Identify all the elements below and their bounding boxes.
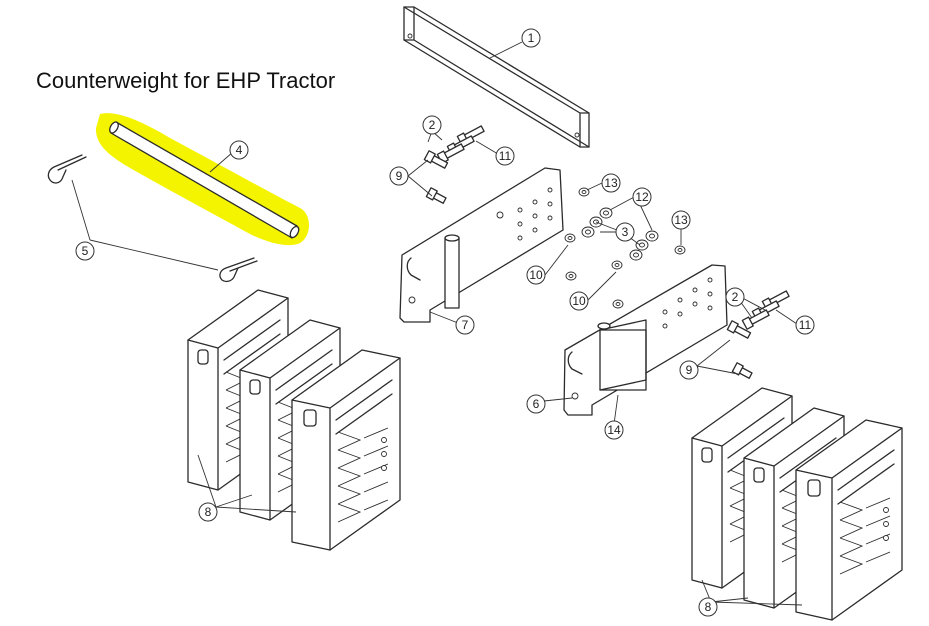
callout-10-lower: 10	[569, 291, 589, 311]
svg-text:12: 12	[635, 190, 649, 204]
svg-text:13: 13	[604, 176, 618, 190]
svg-text:3: 3	[622, 225, 629, 239]
callout-3: 3	[615, 222, 635, 242]
callout-8-left: 8	[198, 502, 218, 522]
part-bracket-left	[399, 167, 564, 323]
part-hair-pins	[47, 154, 258, 283]
part-top-bar	[403, 6, 590, 148]
part-weights-right	[691, 387, 903, 621]
callout-13-lower: 13	[671, 210, 691, 230]
callout-11-lower: 11	[795, 315, 815, 335]
callout-2-upper: 2	[422, 115, 442, 135]
svg-text:11: 11	[799, 318, 812, 332]
svg-text:6: 6	[533, 397, 540, 411]
callout-9-upper: 9	[389, 166, 409, 186]
fasteners	[423, 125, 790, 379]
svg-text:10: 10	[529, 268, 543, 282]
svg-text:13: 13	[674, 213, 688, 227]
svg-text:1: 1	[528, 31, 535, 45]
svg-text:10: 10	[572, 294, 586, 308]
callout-10-upper: 10	[526, 265, 546, 285]
svg-text:8: 8	[705, 600, 712, 614]
callout-2-lower: 2	[725, 287, 745, 307]
svg-text:9: 9	[686, 363, 693, 377]
callout-11-upper: 11	[495, 146, 515, 166]
part-bracket-right	[563, 264, 728, 416]
part-weights-left	[187, 289, 401, 551]
svg-text:4: 4	[236, 143, 243, 157]
callout-4: 4	[229, 140, 249, 160]
svg-text:2: 2	[429, 118, 436, 132]
callout-6: 6	[526, 394, 546, 414]
callout-8-right: 8	[698, 597, 718, 617]
diagram-title: Counterweight for EHP Tractor	[36, 68, 336, 93]
svg-text:9: 9	[396, 169, 403, 183]
svg-text:11: 11	[499, 149, 512, 163]
part-pin	[109, 121, 300, 239]
callout-14: 14	[604, 420, 624, 440]
callout-12: 12	[632, 187, 652, 207]
svg-text:8: 8	[205, 505, 212, 519]
svg-text:14: 14	[607, 423, 621, 437]
callout-5: 5	[75, 241, 95, 261]
callout-9-lower: 9	[679, 360, 699, 380]
callout-1: 1	[521, 28, 541, 48]
callout-13-upper: 13	[601, 173, 621, 193]
svg-text:7: 7	[462, 318, 469, 332]
svg-text:5: 5	[82, 244, 89, 258]
svg-text:2: 2	[732, 290, 739, 304]
callout-7: 7	[455, 315, 475, 335]
